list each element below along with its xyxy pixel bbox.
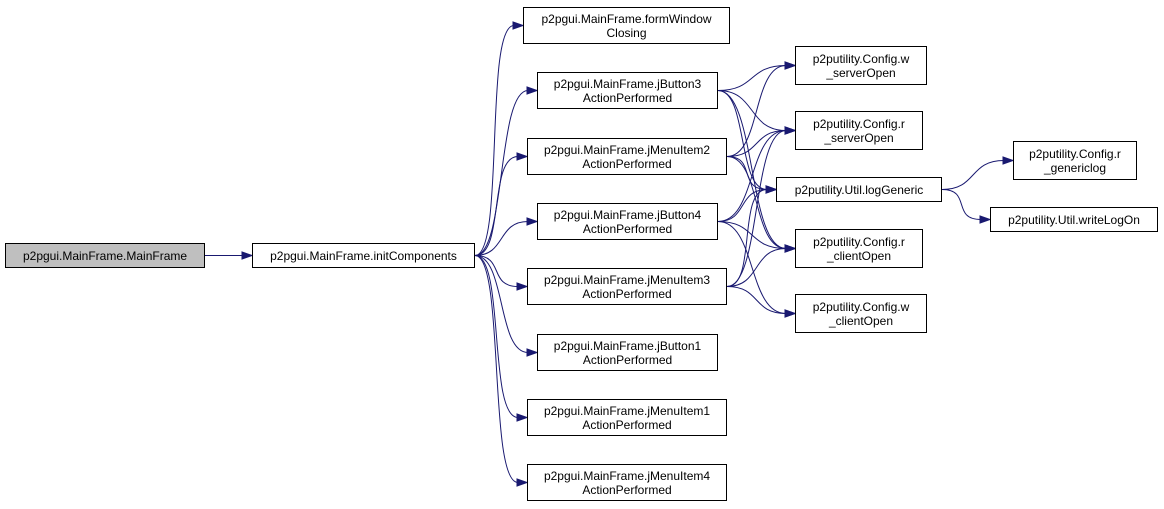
- node-label-line: _clientOpen: [828, 313, 894, 328]
- node-jbutton1-actionperformed[interactable]: p2pgui.MainFrame.jButton1 ActionPerforme…: [537, 334, 718, 371]
- node-initcomponents[interactable]: p2pgui.MainFrame.initComponents: [252, 243, 475, 268]
- node-label-line: p2putility.Config.w: [812, 299, 910, 314]
- edge-arrowhead: [784, 61, 797, 70]
- node-label-line: ActionPerformed: [582, 417, 672, 432]
- node-label-line: p2putility.Util.writeLogOn: [1008, 212, 1140, 227]
- edge-arrowhead: [526, 217, 539, 226]
- node-label-line: p2pgui.MainFrame.jMenuItem1: [543, 403, 711, 418]
- node-config-r-clientopen[interactable]: p2putility.Config.r _clientOpen: [795, 229, 923, 268]
- node-label-line: _clientOpen: [826, 248, 892, 263]
- edge-arrowhead: [784, 309, 797, 318]
- node-jbutton3-actionperformed[interactable]: p2pgui.MainFrame.jButton3 ActionPerforme…: [537, 72, 718, 109]
- call-edge: [474, 156, 519, 256]
- node-config-r-genericlog[interactable]: p2putility.Config.r _genericlog: [1013, 141, 1137, 180]
- call-edge: [474, 255, 519, 483]
- call-edge: [726, 156, 787, 249]
- node-util-writelogon[interactable]: p2putility.Util.writeLogOn: [990, 207, 1158, 232]
- call-edge: [726, 130, 787, 157]
- node-label-line: p2putility.Config.r: [1029, 146, 1121, 161]
- node-label-line: p2putility.Config.r: [813, 116, 905, 131]
- edge-arrowhead: [241, 251, 254, 260]
- node-label-line: p2pgui.MainFrame.jButton1: [553, 338, 702, 353]
- edge-arrowhead: [516, 152, 529, 161]
- node-jmenuitem3-actionperformed[interactable]: p2pgui.MainFrame.jMenuItem3 ActionPerfor…: [527, 268, 727, 305]
- edge-arrowhead: [784, 244, 797, 253]
- edge-arrowhead: [765, 185, 778, 194]
- node-config-r-serveropen[interactable]: p2putility.Config.r _serverOpen: [795, 111, 923, 150]
- node-jmenuitem2-actionperformed[interactable]: p2pgui.MainFrame.jMenuItem2 ActionPerfor…: [527, 138, 727, 175]
- node-label-line: p2pgui.MainFrame.jMenuItem2: [543, 142, 711, 157]
- node-jbutton4-actionperformed[interactable]: p2pgui.MainFrame.jButton4 ActionPerforme…: [537, 203, 718, 240]
- edge-arrowhead: [512, 21, 525, 30]
- edge-arrowhead: [979, 215, 992, 224]
- node-label-line: p2pgui.MainFrame.initComponents: [270, 248, 457, 263]
- call-edge: [717, 130, 787, 222]
- call-edge: [474, 255, 519, 418]
- node-mainframe-constructor: p2pgui.MainFrame.MainFrame: [5, 243, 205, 268]
- node-label-line: p2pgui.MainFrame.formWindow: [541, 11, 712, 26]
- call-edge: [474, 221, 529, 256]
- node-jmenuitem4-actionperformed[interactable]: p2pgui.MainFrame.jMenuItem4 ActionPerfor…: [527, 464, 727, 501]
- edge-arrowhead: [516, 478, 529, 487]
- call-edge: [717, 90, 787, 131]
- edge-arrowhead: [516, 282, 529, 291]
- node-label-line: ActionPerformed: [582, 482, 672, 497]
- edge-arrowhead: [516, 413, 529, 422]
- call-edge: [717, 90, 787, 249]
- call-edge: [941, 160, 1005, 190]
- call-edge: [726, 65, 787, 157]
- node-config-w-serveropen[interactable]: p2putility.Config.w _serverOpen: [795, 46, 927, 85]
- node-label-line: _serverOpen: [824, 130, 894, 145]
- node-label-line: p2pgui.MainFrame.jMenuItem4: [543, 468, 711, 483]
- node-util-loggeneric[interactable]: p2putility.Util.logGeneric: [776, 177, 942, 202]
- node-label-line: p2pgui.MainFrame.MainFrame: [22, 248, 188, 263]
- node-label-line: p2putility.Config.r: [813, 234, 905, 249]
- node-label-line: ActionPerformed: [582, 286, 672, 301]
- call-edge: [726, 189, 768, 287]
- edge-arrowhead: [784, 126, 797, 135]
- call-edge: [726, 130, 787, 287]
- node-label-line: ActionPerformed: [582, 221, 673, 236]
- edge-arrowhead: [526, 348, 539, 357]
- node-label-line: p2pgui.MainFrame.jMenuItem3: [543, 272, 711, 287]
- call-edge: [474, 255, 519, 287]
- node-label-line: p2putility.Config.w: [812, 51, 910, 66]
- call-edge: [474, 90, 529, 256]
- node-formwindowclosing[interactable]: p2pgui.MainFrame.formWindow Closing: [523, 7, 730, 44]
- node-label-line: p2putility.Util.logGeneric: [794, 182, 924, 197]
- call-edge: [726, 248, 787, 287]
- node-label-line: ActionPerformed: [582, 156, 672, 171]
- call-edge: [717, 90, 768, 190]
- call-edge: [717, 221, 787, 314]
- call-edge: [474, 25, 515, 256]
- call-edge: [717, 65, 787, 91]
- node-label-line: ActionPerformed: [582, 352, 673, 367]
- edge-arrowhead: [526, 86, 539, 95]
- node-label-line: p2pgui.MainFrame.jButton3: [553, 76, 702, 91]
- node-label-line: Closing: [606, 25, 647, 40]
- call-edge: [474, 255, 529, 353]
- call-edge: [726, 286, 787, 314]
- node-jmenuitem1-actionperformed[interactable]: p2pgui.MainFrame.jMenuItem1 ActionPerfor…: [527, 399, 727, 436]
- call-edge: [941, 189, 982, 220]
- node-label-line: p2pgui.MainFrame.jButton4: [553, 207, 702, 222]
- node-label-line: _genericlog: [1043, 160, 1107, 175]
- node-label-line: ActionPerformed: [582, 90, 673, 105]
- edge-arrowhead: [1002, 156, 1015, 165]
- node-label-line: _serverOpen: [826, 65, 896, 80]
- node-config-w-clientopen[interactable]: p2putility.Config.w _clientOpen: [795, 294, 927, 333]
